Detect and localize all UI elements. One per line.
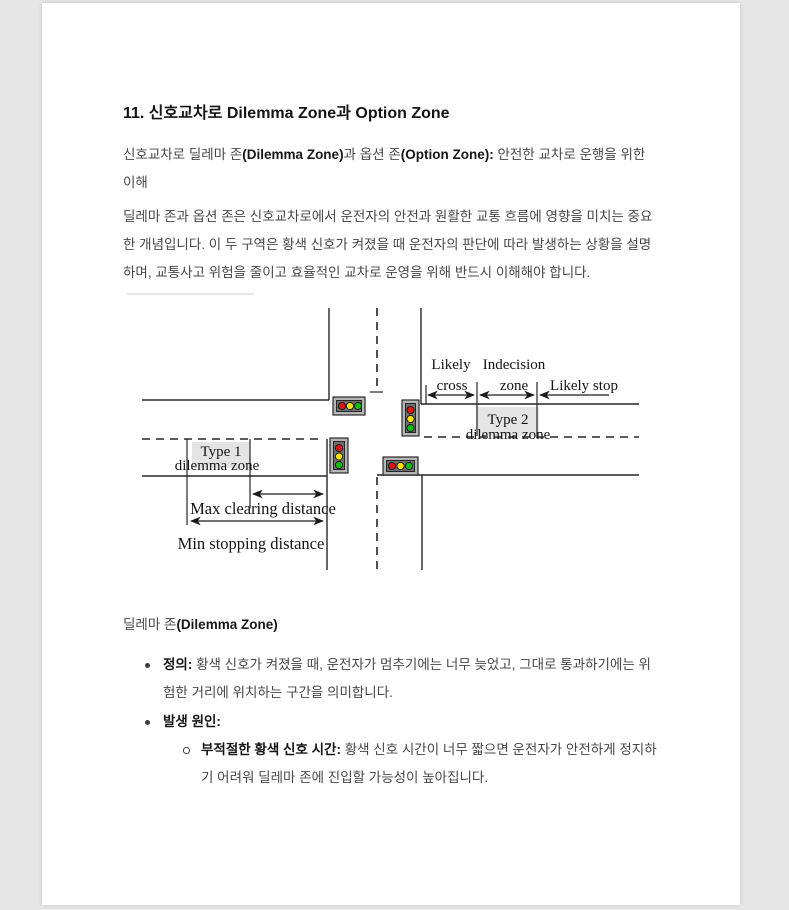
yellow-time-text: 황색 신호 시간이 너무 짧으면 운전자가 안전하게 정지하기 어려워 딜레마 … xyxy=(201,742,657,785)
intro-bold-option: (Option Zone): xyxy=(400,147,494,162)
intro-text-3: 안전한 교차로 운행을 위한 이해 xyxy=(123,147,646,190)
type1-label-line2: dilemma zone xyxy=(175,458,260,474)
red-light xyxy=(337,401,347,411)
causes-term: 발생 원인: xyxy=(163,714,221,729)
cross-label: cross xyxy=(437,378,468,394)
causes-sublist: 부적절한 황색 신호 시간: 황색 신호 시간이 너무 짧으면 운전자가 안전하… xyxy=(163,736,658,792)
green-light xyxy=(404,461,414,471)
definition-term: 정의: xyxy=(163,657,193,672)
list-item-definition: 정의: 황색 신호가 켜졌을 때, 운전자가 멈추기에는 너무 늦었고, 그대로… xyxy=(145,651,658,707)
zone-boundary-ticks xyxy=(186,382,538,525)
green-light xyxy=(334,460,344,470)
measurement-arrows xyxy=(189,390,609,526)
yellow-light xyxy=(396,461,405,471)
intersection-diagram-svg: Likely cross Indecision zone Likely stop… xyxy=(127,293,639,570)
yellow-light xyxy=(345,401,355,411)
intro-bold-dilemma: (Dilemma Zone) xyxy=(242,147,344,162)
min-stopping-label: Min stopping distance xyxy=(178,534,325,553)
overview-paragraph: 딜레마 존과 옵션 존은 신호교차로에서 운전자의 안전과 원활한 교통 흐름에… xyxy=(123,209,653,280)
intro-text-1: 신호교차로 딜레마 존 xyxy=(123,147,243,162)
green-light xyxy=(406,423,415,433)
yellow-light xyxy=(406,414,415,424)
traffic-light-right-vertical xyxy=(401,399,420,437)
page-title: 11. 신호교차로 Dilemma Zone과 Option Zone xyxy=(123,105,450,122)
red-light xyxy=(334,443,344,453)
likely-stop-label: Likely stop xyxy=(550,378,618,394)
list-item-causes: 발생 원인: 부적절한 황색 신호 시간: 황색 신호 시간이 너무 짧으면 운… xyxy=(145,708,658,792)
section-heading-english: (Dilemma Zone) xyxy=(176,617,278,632)
red-light xyxy=(406,405,415,415)
yellow-time-term: 부적절한 황색 신호 시간: xyxy=(201,742,341,757)
section-heading-korean: 딜레마 존 xyxy=(123,617,177,632)
document-content: 11. 신호교차로 Dilemma Zone과 Option Zone 신호교차… xyxy=(42,3,740,792)
dilemma-zone-diagram: Likely cross Indecision zone Likely stop… xyxy=(127,293,639,583)
max-clearing-label: Max clearing distance xyxy=(190,499,336,518)
type2-zone-box xyxy=(476,407,539,436)
intro-text-2: 과 옵션 존 xyxy=(343,147,401,162)
traffic-light-left-vertical xyxy=(329,437,349,474)
type2-label-line2: dilemma zone xyxy=(466,427,551,443)
type1-zone-box xyxy=(192,442,250,468)
green-light xyxy=(353,401,363,411)
traffic-light-top-horizontal xyxy=(332,396,366,416)
list-item-yellow-time: 부적절한 황색 신호 시간: 황색 신호 시간이 너무 짧으면 운전자가 안전하… xyxy=(183,736,658,792)
type1-label-line1: Type 1 xyxy=(200,444,241,460)
type2-label-line1: Type 2 xyxy=(487,412,528,428)
document-page: 11. 신호교차로 Dilemma Zone과 Option Zone 신호교차… xyxy=(42,3,740,905)
lane-center-lines xyxy=(142,308,639,570)
red-light xyxy=(387,461,397,471)
likely-label: Likely xyxy=(431,357,471,373)
zone-label: zone xyxy=(500,378,529,394)
indecision-label: Indecision xyxy=(483,357,546,373)
section-heading-dilemma-zone: 딜레마 존(Dilemma Zone) xyxy=(123,611,658,639)
yellow-light xyxy=(334,452,344,461)
definition-text: 황색 신호가 켜졌을 때, 운전자가 멈추기에는 너무 늦었고, 그대로 통과하… xyxy=(163,657,651,700)
traffic-light-bottom-horizontal xyxy=(382,456,419,476)
dilemma-zone-list: 정의: 황색 신호가 켜졌을 때, 운전자가 멈추기에는 너무 늦었고, 그대로… xyxy=(123,651,658,792)
road-edges xyxy=(142,308,639,570)
intro-paragraph: 신호교차로 딜레마 존(Dilemma Zone)과 옵션 존(Option Z… xyxy=(123,141,658,197)
